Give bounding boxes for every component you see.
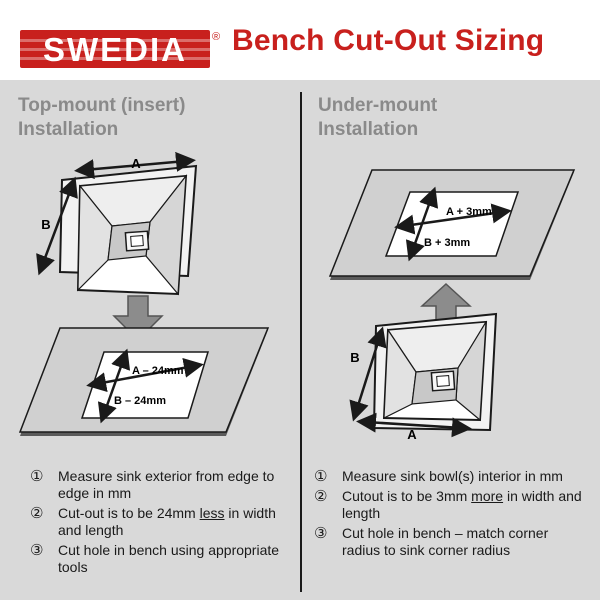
left-sink (58, 164, 198, 296)
left-heading-line1: Top-mount (insert) (18, 95, 186, 116)
list-item: ② Cut-out is to be 24mm less in width and… (30, 505, 280, 539)
right-section-heading: Under-mount Installation (318, 94, 437, 142)
left-sink-length-arrow (36, 176, 78, 276)
step-text: Cut hole in bench – match corner radius … (342, 525, 549, 558)
step-text-end: in width and length (58, 505, 276, 538)
page-title: Bench Cut-Out Sizing (232, 24, 545, 57)
right-sink-label-b: B (350, 350, 359, 365)
step-number: ① (30, 467, 44, 485)
column-divider (300, 92, 302, 592)
left-cutout-length-arrow (97, 348, 131, 424)
right-sink-length-arrow (349, 326, 387, 422)
right-steps: ① Measure sink bowl(s) interior in mm ② Cu… (314, 468, 584, 562)
step-text: Measure sink bowl(s) interior in mm (342, 468, 563, 484)
list-item: ① Measure sink bowl(s) interior in mm (314, 468, 584, 485)
left-sink-label-b: B (41, 217, 50, 232)
right-sink-label-a: A (407, 427, 417, 442)
right-sink-width-arrow (356, 412, 472, 438)
step-number: ① (314, 467, 328, 485)
step-text: Cut hole in bench using appropriate tool… (58, 542, 280, 575)
list-item: ③ Cut hole in bench using appropriate too… (30, 542, 280, 576)
step-emphasis: more (471, 488, 504, 504)
header: SWEDIA ® Bench Cut-Out Sizing (0, 0, 600, 80)
left-bench (18, 327, 270, 436)
right-sink (372, 312, 498, 432)
step-number: ③ (30, 541, 44, 559)
step-number: ③ (314, 524, 328, 542)
left-sink-label-a: A (131, 156, 141, 171)
brand-name: SWEDIA (43, 31, 187, 68)
list-item: ② Cutout is to be 3mm more in width and l… (314, 488, 584, 522)
step-number: ② (314, 487, 328, 505)
right-cutout-label-a: A + 3mm (446, 206, 492, 218)
left-cutout-label-a: A – 24mm (132, 365, 184, 377)
step-number: ② (30, 504, 44, 522)
list-item: ③ Cut hole in bench – match corner radius… (314, 525, 584, 559)
right-heading-line1: Under-mount (318, 95, 438, 116)
left-sink-width-arrow (74, 151, 196, 180)
step-text-end: in width and length (342, 488, 582, 521)
right-bench (328, 169, 576, 280)
registered-mark-icon: ® (212, 31, 220, 43)
list-item: ① Measure sink exterior from edge to edge… (30, 468, 280, 502)
brand-logo: SWEDIA ® (20, 30, 220, 68)
right-cutout-length-arrow (405, 186, 439, 262)
right-heading-line2: Installation (318, 119, 419, 140)
step-text: Cutout is to be 3mm (342, 488, 472, 504)
step-text: Measure sink exterior from edge to edge … (58, 468, 275, 501)
left-heading-line2: Installation (18, 119, 119, 140)
left-section-heading: Top-mount (insert) Installation (18, 94, 185, 142)
step-text: Cut-out is to be 24mm (58, 505, 200, 521)
left-steps: ① Measure sink exterior from edge to edge… (30, 468, 280, 579)
step-emphasis: less (199, 505, 225, 521)
right-cutout-label-b: B + 3mm (424, 237, 470, 249)
left-cutout-label-b: B – 24mm (114, 395, 166, 407)
